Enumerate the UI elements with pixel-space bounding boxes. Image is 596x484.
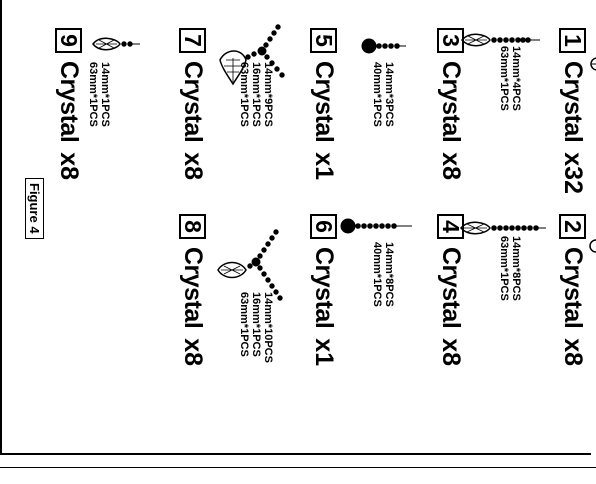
item-quantity: x8 — [438, 152, 463, 180]
item-name: Crystal — [438, 61, 463, 142]
item-name: Crystal — [180, 61, 205, 142]
crystal-strand-icon — [590, 240, 596, 252]
item-number: 2 — [559, 214, 586, 239]
item-number: 6 — [310, 214, 337, 239]
item-name: Crystal — [438, 247, 463, 328]
item-spec-list: 14mm*4PCS 63mm*1PCS — [498, 46, 522, 111]
item-quantity: x1 — [311, 152, 336, 180]
item-heading: 4 Crystal x8 — [437, 214, 464, 366]
item-spec: 63mm*1PCS — [238, 292, 250, 363]
item-quantity: x32 — [560, 152, 585, 194]
item-spec: 14mm*1PCS — [99, 62, 111, 127]
crystal-strand-icon — [93, 38, 140, 49]
item-number: 8 — [179, 214, 206, 239]
item-heading: 3 Crystal x8 — [437, 28, 464, 180]
item-quantity: x8 — [560, 338, 585, 366]
item-spec: 14mm*10PCS — [262, 292, 274, 363]
item-name: Crystal — [180, 247, 205, 328]
item-number: 1 — [559, 28, 586, 53]
item-heading: 6 Crystal x1 — [310, 214, 337, 366]
item-name: Crystal — [56, 61, 81, 142]
item-spec: 16mm*1PCS — [250, 62, 262, 127]
item-heading: 2 Crystal x8 — [559, 214, 586, 366]
item-spec: 40mm*1PCS — [371, 62, 383, 127]
item-spec: 63mm*1PCS — [498, 236, 510, 301]
crystal-strand-icon — [218, 230, 282, 300]
crystal-strand-icon — [591, 58, 596, 70]
item-name: Crystal — [311, 61, 336, 142]
item-spec: 14mm*8PCS — [383, 242, 395, 307]
item-quantity: x8 — [438, 338, 463, 366]
crystal-strand-icon — [462, 34, 540, 45]
item-spec: 63mm*1PCS — [87, 62, 99, 127]
item-spec: 63mm*1PCS — [238, 62, 250, 127]
item-quantity: x1 — [311, 338, 336, 366]
item-spec-list: 14mm*8PCS 63mm*1PCS — [498, 236, 522, 301]
item-quantity: x8 — [180, 152, 205, 180]
item-number: 5 — [310, 28, 337, 53]
figure-label: Figure 4 — [25, 178, 44, 239]
item-heading: 5 Crystal x1 — [310, 28, 337, 180]
item-spec: 14mm*9PCS — [262, 62, 274, 127]
item-spec-list: 14mm*9PCS 16mm*1PCS 63mm*1PCS — [238, 62, 274, 127]
crystal-strand-icon — [341, 219, 412, 233]
item-quantity: x8 — [56, 152, 81, 180]
crystal-strand-icon — [362, 39, 406, 53]
item-spec-list: 14mm*8PCS 40mm*1PCS — [371, 242, 395, 307]
item-name: Crystal — [560, 61, 585, 142]
item-spec: 40mm*1PCS — [371, 242, 383, 307]
item-spec-list: 14mm*1PCS 63mm*1PCS — [87, 62, 111, 127]
item-number: 3 — [437, 28, 464, 53]
item-heading: 9 Crystal x8 — [55, 28, 82, 180]
item-number: 4 — [437, 214, 464, 239]
item-spec: 16mm*1PCS — [250, 292, 262, 363]
item-heading: 1 Crystal x32 — [559, 28, 586, 194]
item-name: Crystal — [311, 247, 336, 328]
item-quantity: x8 — [180, 338, 205, 366]
item-number: 9 — [55, 28, 82, 53]
item-spec-list: 14mm*10PCS 16mm*1PCS 63mm*1PCS — [238, 292, 274, 363]
item-spec: 14mm*4PCS — [510, 46, 522, 111]
item-spec-list: 14mm*3PCS 40mm*1PCS — [371, 62, 395, 127]
item-heading: 7 Crystal x8 — [179, 28, 206, 180]
item-heading: 8 Crystal x8 — [179, 214, 206, 366]
item-spec: 63mm*1PCS — [498, 46, 510, 111]
item-spec: 14mm*8PCS — [510, 236, 522, 301]
crystal-strand-icon — [461, 222, 546, 233]
item-name: Crystal — [560, 247, 585, 328]
item-number: 7 — [179, 28, 206, 53]
item-spec: 14mm*3PCS — [383, 62, 395, 127]
